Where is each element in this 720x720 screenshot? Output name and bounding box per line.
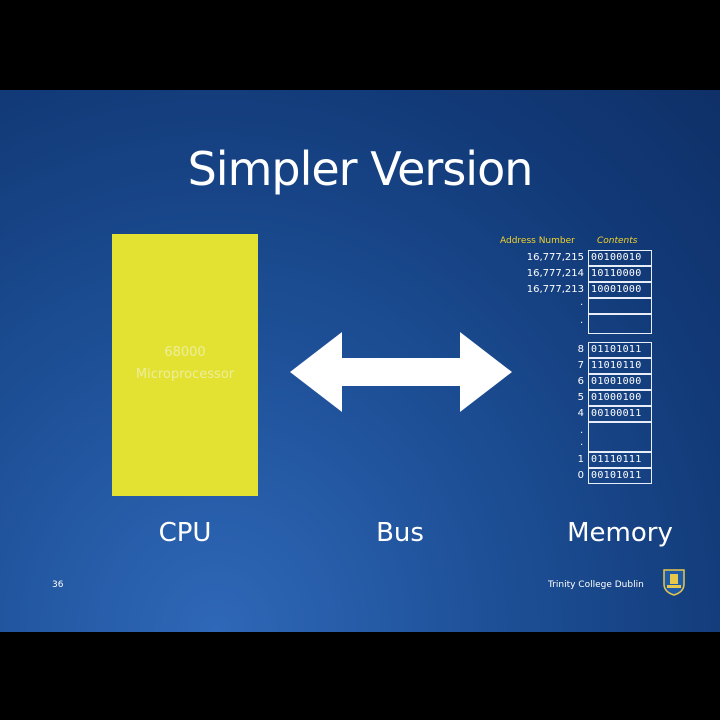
ellipsis-dot: ·: [580, 428, 584, 439]
caption-cpu: CPU: [158, 518, 212, 548]
memory-cell: 01110111: [588, 452, 652, 468]
memory-address: 16,777,214: [526, 268, 584, 279]
memory-cell: 11010110: [588, 358, 652, 374]
memory-address: 5: [577, 392, 584, 403]
memory-contents: 01000100: [591, 392, 642, 403]
memory-address: 0: [577, 470, 584, 481]
memory-header-address: Address Number: [500, 236, 575, 246]
memory-contents: 01101011: [591, 344, 642, 355]
memory-address: 8: [577, 344, 584, 355]
memory-cell: 00101011: [588, 468, 652, 484]
slide: Simpler Version 68000 Microprocessor CPU…: [0, 90, 720, 632]
memory-address: 16,777,215: [526, 252, 584, 263]
memory-cell: 00100011: [588, 406, 652, 422]
memory-contents: 00100010: [591, 252, 642, 263]
memory-address: 16,777,213: [526, 284, 584, 295]
memory-contents: 00101011: [591, 470, 642, 481]
memory-contents: 01110111: [591, 454, 642, 465]
institution-name: Trinity College Dublin: [548, 580, 644, 590]
ellipsis-dot: ·: [580, 300, 584, 311]
memory-contents: 10001000: [591, 284, 642, 295]
memory-contents: 11010110: [591, 360, 642, 371]
college-crest-icon: [663, 569, 685, 596]
memory-gap-block: [588, 314, 652, 334]
page-number: 36: [52, 580, 64, 590]
memory-cell: 00100010: [588, 250, 652, 266]
memory-address: 1: [577, 454, 584, 465]
memory-gap-block: [588, 422, 652, 452]
memory-cell: 01001000: [588, 374, 652, 390]
memory-cell: 10110000: [588, 266, 652, 282]
cpu-label-type: Microprocessor: [135, 367, 235, 382]
slide-title: Simpler Version: [187, 142, 534, 196]
bus-arrow-icon: [290, 332, 512, 412]
ellipsis-dot: ·: [580, 318, 584, 329]
memory-address: 4: [577, 408, 584, 419]
memory-header-contents: Contents: [597, 236, 638, 246]
memory-address: 6: [577, 376, 584, 387]
cpu-label: 68000 Microprocessor: [112, 342, 258, 386]
caption-memory: Memory: [567, 518, 673, 548]
memory-contents: 10110000: [591, 268, 642, 279]
memory-cell: [588, 298, 652, 314]
caption-bus: Bus: [376, 518, 424, 548]
cpu-label-model: 68000: [164, 345, 206, 360]
memory-address: 7: [577, 360, 584, 371]
memory-cell: 10001000: [588, 282, 652, 298]
cpu-block: 68000 Microprocessor: [112, 234, 258, 496]
memory-contents: 01001000: [591, 376, 642, 387]
ellipsis-dot: ·: [580, 440, 584, 451]
memory-cell: 01101011: [588, 342, 652, 358]
memory-contents: 00100011: [591, 408, 642, 419]
memory-cell: 01000100: [588, 390, 652, 406]
